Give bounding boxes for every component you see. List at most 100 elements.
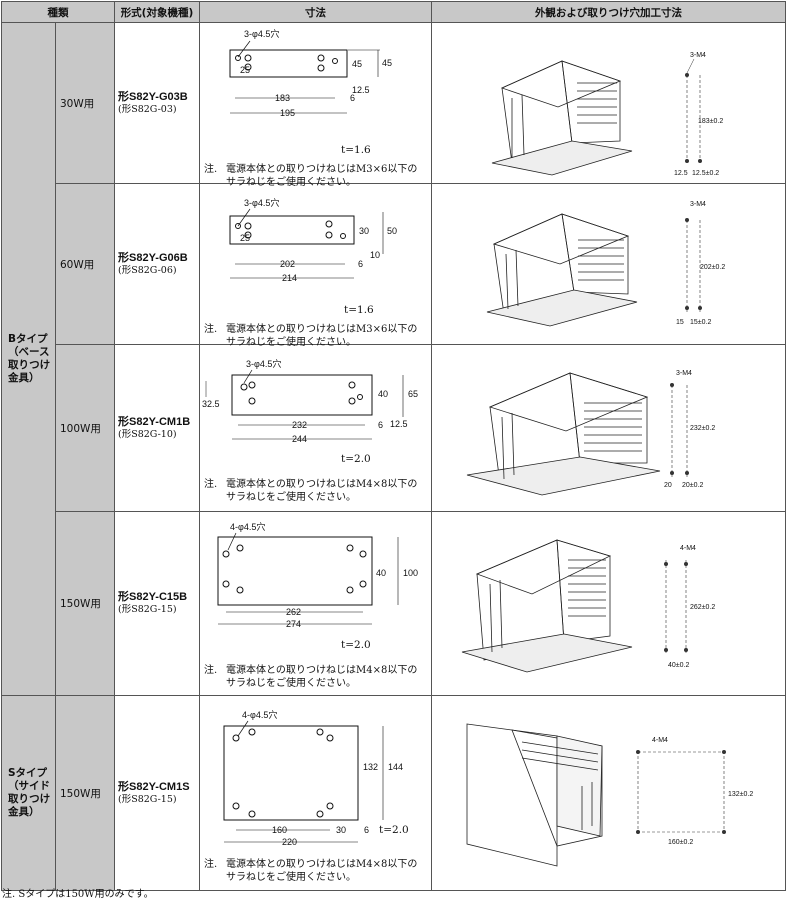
svg-text:244: 244	[292, 434, 307, 444]
model-target: (形S82G-06)	[118, 264, 177, 276]
appearance-drawing: 3-M4 202±0.2 15 15±0.2	[486, 201, 725, 327]
thickness: t=2.0	[341, 639, 371, 651]
svg-text:100: 100	[403, 568, 418, 578]
svg-text:45: 45	[352, 59, 362, 69]
header-appearance: 外観および取りつけ穴加工寸法	[431, 1, 786, 23]
svg-text:25: 25	[240, 233, 250, 243]
svg-text:3-M4: 3-M4	[690, 52, 706, 59]
header-type: 種類	[1, 1, 115, 23]
model-target: (形S82G-10)	[118, 428, 177, 440]
thickness: t=2.0	[341, 453, 371, 465]
svg-text:132: 132	[363, 762, 378, 772]
svg-text:183±0.2: 183±0.2	[698, 118, 723, 125]
dim-drawing-150s: 4-φ4.5穴 132 144 160 30 6 220 t=2.0 注.電源本…	[199, 695, 432, 891]
type-s-cell: Sタイプ（サイド取りつけ金具）	[1, 695, 56, 891]
svg-text:12.5: 12.5	[390, 419, 408, 429]
svg-text:160: 160	[272, 825, 287, 835]
model-name: 形S82Y-CM1B	[118, 415, 191, 428]
dim-drawing-100: 3-φ4.5穴 32.5 40 65 232 6 12.5 244 t=2.0	[199, 344, 432, 512]
type-s-label: Sタイプ（サイド取りつけ金具）	[8, 767, 51, 818]
model-name: 形S82Y-G06B	[118, 251, 188, 264]
footnote: 注. Sタイプは150W用のみです。	[2, 889, 154, 900]
model-target: (形S82G-15)	[118, 604, 177, 615]
svg-text:4-φ4.5穴: 4-φ4.5穴	[242, 709, 277, 720]
watt-100: 100W用	[55, 344, 115, 512]
svg-text:3-M4: 3-M4	[676, 370, 692, 377]
svg-text:65: 65	[408, 389, 418, 399]
svg-text:262±0.2: 262±0.2	[690, 604, 715, 611]
dim-drawing-30: 3-φ4.5穴 25 45 45 183 6 12.5 195 t=1.6	[199, 22, 432, 188]
appearance-drawing: 3-M4 183±0.2 12.5 12.5±0.2	[491, 52, 723, 177]
svg-text:40±0.2: 40±0.2	[668, 662, 689, 669]
svg-text:32.5: 32.5	[202, 399, 220, 409]
svg-text:12.5±0.2: 12.5±0.2	[692, 170, 719, 177]
bracket-drawing: 3-φ4.5穴 32.5 40 65 232 6 12.5 244	[202, 358, 418, 444]
watt-150b: 150W用	[55, 511, 115, 696]
thickness: t=2.0	[379, 824, 409, 836]
svg-text:183: 183	[275, 93, 290, 103]
svg-text:10: 10	[370, 250, 380, 260]
svg-text:195: 195	[280, 108, 295, 118]
svg-text:25: 25	[240, 65, 250, 75]
watt-30: 30W用	[55, 22, 115, 184]
svg-text:144: 144	[388, 762, 403, 772]
note: 注.電源本体との取りつけねじはM4×8以下のサラねじをご使用ください。	[204, 665, 418, 689]
svg-text:132±0.2: 132±0.2	[728, 791, 753, 798]
svg-text:20: 20	[664, 482, 672, 489]
svg-text:6: 6	[350, 93, 355, 103]
view-100: 3-M4 232±0.2 20 20±0.2	[431, 344, 786, 512]
svg-text:6: 6	[378, 420, 383, 430]
model-30: 形S82Y-G03B (形S82G-03)	[114, 22, 200, 184]
model-150b: 形S82Y-C15B (形S82G-15)	[114, 511, 200, 696]
power-supply-illustration	[466, 723, 603, 867]
svg-text:4-M4: 4-M4	[680, 545, 696, 552]
model-name: 形S82Y-C15B	[118, 591, 188, 603]
appearance-drawing: 4-M4 262±0.2 40±0.2	[461, 539, 715, 673]
view-30: 3-M4 183±0.2 12.5 12.5±0.2	[431, 22, 786, 184]
svg-text:262: 262	[286, 607, 301, 617]
bracket-drawing: 4-φ4.5穴 40 100 262 274	[217, 521, 418, 629]
thickness: t=1.6	[344, 304, 374, 316]
note: 注.電源本体との取りつけねじはM3×6以下のサラねじをご使用ください。	[204, 324, 418, 348]
svg-text:6: 6	[358, 259, 363, 269]
model-100: 形S82Y-CM1B (形S82G-10)	[114, 344, 200, 512]
svg-text:4-φ4.5穴: 4-φ4.5穴	[230, 521, 265, 532]
power-supply-illustration	[491, 60, 633, 176]
hole-label: 3-φ4.5穴	[244, 28, 279, 39]
svg-text:15±0.2: 15±0.2	[690, 319, 711, 326]
svg-text:3-M4: 3-M4	[690, 201, 706, 208]
type-b-cell: Bタイプ（ベース取りつけ金具）	[1, 22, 56, 696]
svg-text:3-φ4.5穴: 3-φ4.5穴	[244, 197, 279, 208]
header-model: 形式(対象機種)	[114, 1, 200, 23]
appearance-drawing: 3-M4 232±0.2 20 20±0.2	[466, 370, 715, 496]
svg-text:232: 232	[292, 420, 307, 430]
svg-text:202±0.2: 202±0.2	[700, 264, 725, 271]
model-target: (形S82G-15)	[118, 793, 177, 805]
svg-text:6: 6	[364, 825, 369, 835]
note: 注.電源本体との取りつけねじはM3×6以下のサラねじをご使用ください。	[204, 164, 418, 188]
note: 注.電源本体との取りつけねじはM4×8以下のサラねじをご使用ください。	[204, 859, 418, 883]
svg-text:12.5: 12.5	[352, 85, 370, 95]
bracket-drawing: 4-φ4.5穴 132 144 160 30 6 220	[223, 709, 403, 847]
note: 注.電源本体との取りつけねじはM4×8以下のサラねじをご使用ください。	[204, 479, 418, 503]
svg-text:220: 220	[282, 837, 297, 847]
svg-text:30: 30	[359, 226, 369, 236]
bracket-drawing: 3-φ4.5穴 25 30 50 202 6 10 214	[229, 197, 397, 283]
svg-text:15: 15	[676, 319, 684, 326]
svg-text:274: 274	[286, 619, 301, 629]
power-supply-illustration	[461, 539, 633, 673]
dim-drawing-60: 3-φ4.5穴 25 30 50 202 6 10 214 t=1.6	[199, 183, 432, 348]
dim-drawing-150b: 4-φ4.5穴 40 100 262 274 t=2.0 注.電源本体との取りつ…	[199, 511, 432, 696]
svg-text:160±0.2: 160±0.2	[668, 839, 693, 846]
model-60: 形S82Y-G06B (形S82G-06)	[114, 183, 200, 345]
thickness: t=1.6	[341, 144, 371, 156]
type-b-label: Bタイプ（ベース取りつけ金具）	[8, 333, 51, 384]
power-supply-illustration	[486, 213, 638, 327]
svg-text:12.5: 12.5	[674, 170, 688, 177]
model-name: 形S82Y-CM1S	[118, 780, 190, 793]
svg-text:214: 214	[282, 273, 297, 283]
svg-text:40: 40	[376, 568, 386, 578]
model-150s: 形S82Y-CM1S (形S82G-15)	[114, 695, 200, 891]
svg-text:202: 202	[280, 259, 295, 269]
